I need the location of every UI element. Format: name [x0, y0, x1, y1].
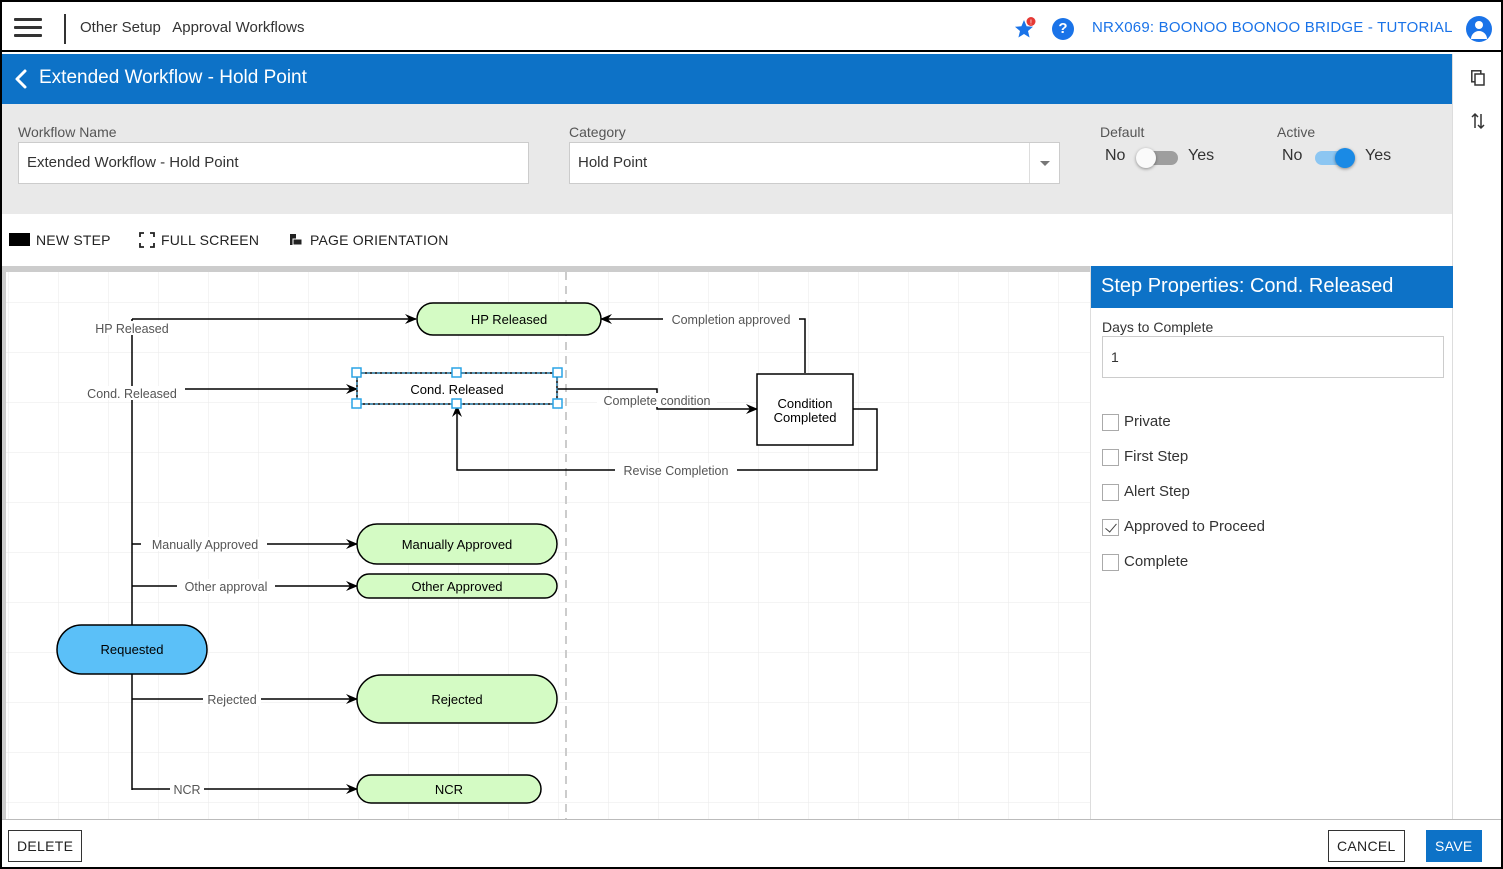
category-value: Hold Point	[578, 154, 648, 171]
user-avatar-icon[interactable]	[1466, 16, 1492, 42]
node-other-approved[interactable]: Other Approved	[356, 573, 558, 599]
back-chevron-icon[interactable]	[12, 68, 30, 90]
alert-step-checkbox[interactable]	[1102, 484, 1119, 501]
page-orientation-button[interactable]: PAGE ORIENTATION	[310, 232, 449, 248]
days-to-complete-input[interactable]: 1	[1102, 336, 1444, 378]
edge-label-manually-approved: Manually Approved	[152, 538, 258, 552]
active-no-label: No	[1282, 147, 1303, 164]
alert-step-label: Alert Step	[1124, 483, 1190, 500]
new-step-icon[interactable]	[9, 233, 30, 246]
svg-text:Other Approved: Other Approved	[411, 579, 502, 594]
node-condition-completed[interactable]: Condition Completed	[756, 373, 854, 446]
selection-handles[interactable]	[351, 367, 563, 409]
help-icon[interactable]: ?	[1052, 18, 1074, 40]
delete-button[interactable]: DELETE	[8, 830, 83, 862]
edge-label-complete-condition: Complete condition	[603, 394, 710, 408]
toggle-knob	[1335, 148, 1355, 168]
diagram-canvas[interactable]: HP Released Cond. Released Manually Appr…	[2, 266, 1090, 819]
favorites-star-icon[interactable]: !	[1012, 17, 1036, 41]
page-orientation-icon[interactable]	[290, 234, 302, 246]
full-screen-icon[interactable]	[139, 232, 155, 248]
active-toggle[interactable]	[1315, 148, 1355, 168]
project-name[interactable]: NRX069: BOONOO BOONOO BRIDGE - TUTORIAL	[1092, 19, 1453, 36]
workflow-form: Workflow Name Extended Workflow - Hold P…	[2, 104, 1452, 214]
diagram-toolbar: NEW STEP FULL SCREEN PAGE ORIENTATION	[2, 214, 1452, 266]
workflow-name-field[interactable]: Extended Workflow - Hold Point	[18, 142, 529, 184]
category-select[interactable]: Hold Point	[569, 142, 1060, 184]
menu-icon[interactable]	[14, 18, 42, 38]
chevron-down-icon[interactable]	[1029, 143, 1059, 183]
node-manually-approved[interactable]: Manually Approved	[356, 523, 558, 565]
top-bar: Other Setup Approval Workflows ! ? NRX06…	[2, 2, 1501, 52]
edge-label-hp-released: HP Released	[95, 322, 168, 336]
node-rejected[interactable]: Rejected	[356, 674, 558, 724]
breadcrumb-approval-workflows[interactable]: Approval Workflows	[172, 19, 305, 36]
svg-text:Rejected: Rejected	[431, 692, 482, 707]
workflow-name-label: Workflow Name	[18, 124, 117, 140]
approved-to-proceed-label: Approved to Proceed	[1124, 518, 1265, 535]
node-requested[interactable]: Requested	[56, 624, 208, 675]
toggle-knob	[1136, 148, 1156, 168]
first-step-label: First Step	[1124, 448, 1189, 465]
svg-text:NCR: NCR	[435, 782, 463, 797]
edge-label-completion-approved: Completion approved	[672, 313, 791, 327]
divider	[64, 14, 66, 44]
edge-label-other-approval: Other approval	[185, 580, 268, 594]
edge-label-revise-completion: Revise Completion	[624, 464, 729, 478]
swap-vertical-icon[interactable]	[1471, 112, 1485, 130]
svg-text:Requested: Requested	[101, 642, 164, 657]
new-step-button[interactable]: NEW STEP	[36, 232, 111, 248]
notification-badge: !	[1030, 20, 1032, 27]
breadcrumb: Other Setup Approval Workflows	[80, 19, 313, 36]
default-label: Default	[1100, 124, 1145, 140]
save-button[interactable]: SAVE	[1426, 830, 1482, 862]
copy-icon[interactable]	[1471, 70, 1485, 86]
category-label: Category	[569, 124, 626, 140]
active-yes-label: Yes	[1365, 147, 1392, 164]
svg-text:HP Released: HP Released	[471, 312, 547, 327]
title-bar: Extended Workflow - Hold Point	[2, 54, 1452, 104]
footer-bar: DELETE CANCEL SAVE	[2, 819, 1501, 867]
cancel-button[interactable]: CANCEL	[1328, 830, 1405, 862]
edge-label-ncr: NCR	[173, 783, 200, 797]
page-title: Extended Workflow - Hold Point	[39, 67, 307, 88]
node-ncr[interactable]: NCR	[356, 774, 542, 804]
private-checkbox[interactable]	[1102, 414, 1119, 431]
approved-to-proceed-checkbox[interactable]	[1102, 519, 1119, 536]
days-to-complete-label: Days to Complete	[1102, 319, 1214, 335]
breadcrumb-other-setup[interactable]: Other Setup	[80, 19, 161, 36]
default-yes-label: Yes	[1188, 147, 1215, 164]
complete-label: Complete	[1124, 553, 1189, 570]
first-step-checkbox[interactable]	[1102, 449, 1119, 466]
node-hp-released[interactable]: HP Released	[416, 302, 602, 336]
step-properties-title: Step Properties: Cond. Released	[1091, 266, 1453, 308]
step-properties-panel: Step Properties: Cond. Released Days to …	[1090, 266, 1453, 819]
workflow-diagram: HP Released Cond. Released Manually Appr…	[6, 272, 1090, 819]
edge-label-rejected: Rejected	[207, 693, 256, 707]
svg-text:Completed: Completed	[774, 410, 837, 425]
side-rail	[1452, 54, 1501, 819]
default-no-label: No	[1105, 147, 1126, 164]
private-label: Private	[1124, 413, 1171, 430]
svg-text:Manually Approved: Manually Approved	[402, 537, 513, 552]
svg-text:Condition: Condition	[778, 396, 833, 411]
svg-text:Cond. Released: Cond. Released	[410, 382, 503, 397]
edge-label-cond-released: Cond. Released	[87, 387, 177, 401]
full-screen-button[interactable]: FULL SCREEN	[161, 232, 260, 248]
complete-checkbox[interactable]	[1102, 554, 1119, 571]
default-toggle[interactable]	[1136, 148, 1178, 168]
active-label: Active	[1277, 124, 1316, 140]
